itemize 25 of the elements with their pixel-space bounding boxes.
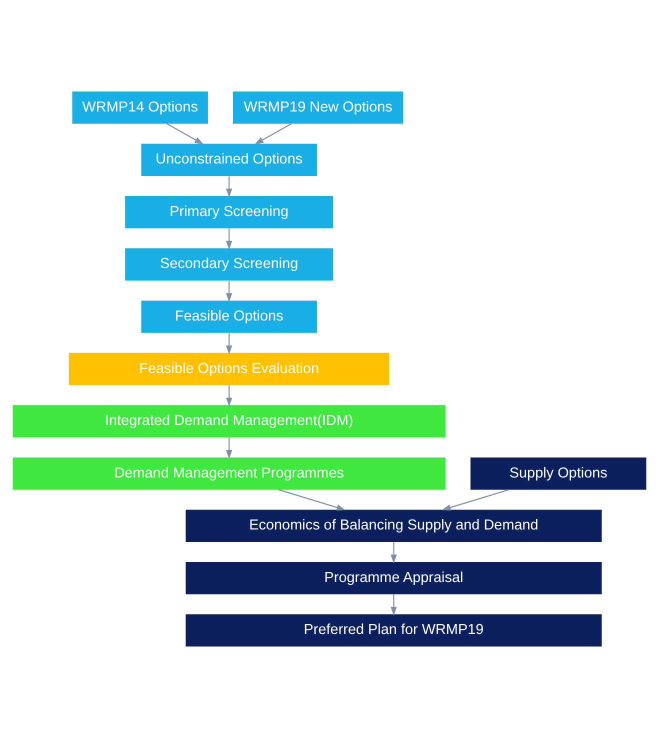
node-box: WRMP14 Options: [72, 91, 208, 124]
node-box: Secondary Screening: [125, 248, 334, 281]
node-box: Feasible Options Evaluation: [68, 352, 390, 386]
node-box: WRMP19 New Options: [233, 91, 404, 124]
node-box: Supply Options: [470, 457, 646, 490]
arrow: [254, 123, 292, 144]
node-box: Integrated Demand Management(IDM): [12, 405, 446, 438]
arrow: [166, 123, 204, 144]
arrow: [226, 280, 232, 302]
arrow: [226, 228, 232, 250]
node-box: Feasible Options: [141, 300, 317, 333]
arrow: [226, 438, 232, 459]
arrow: [442, 489, 510, 511]
node-box: Demand Management Programmes: [12, 457, 446, 490]
node-box: Primary Screening: [125, 196, 334, 228]
node-box: Unconstrained Options: [141, 144, 317, 176]
node-box: Preferred Plan for WRMP19: [186, 614, 602, 647]
arrow: [226, 333, 232, 354]
node-box: Economics of Balancing Supply and Demand: [186, 510, 602, 542]
arrow: [390, 594, 397, 616]
arrow: [226, 176, 232, 198]
node-box: Programme Appraisal: [186, 562, 602, 594]
arrow: [226, 385, 232, 407]
arrow: [390, 542, 397, 564]
arrow: [278, 489, 346, 511]
